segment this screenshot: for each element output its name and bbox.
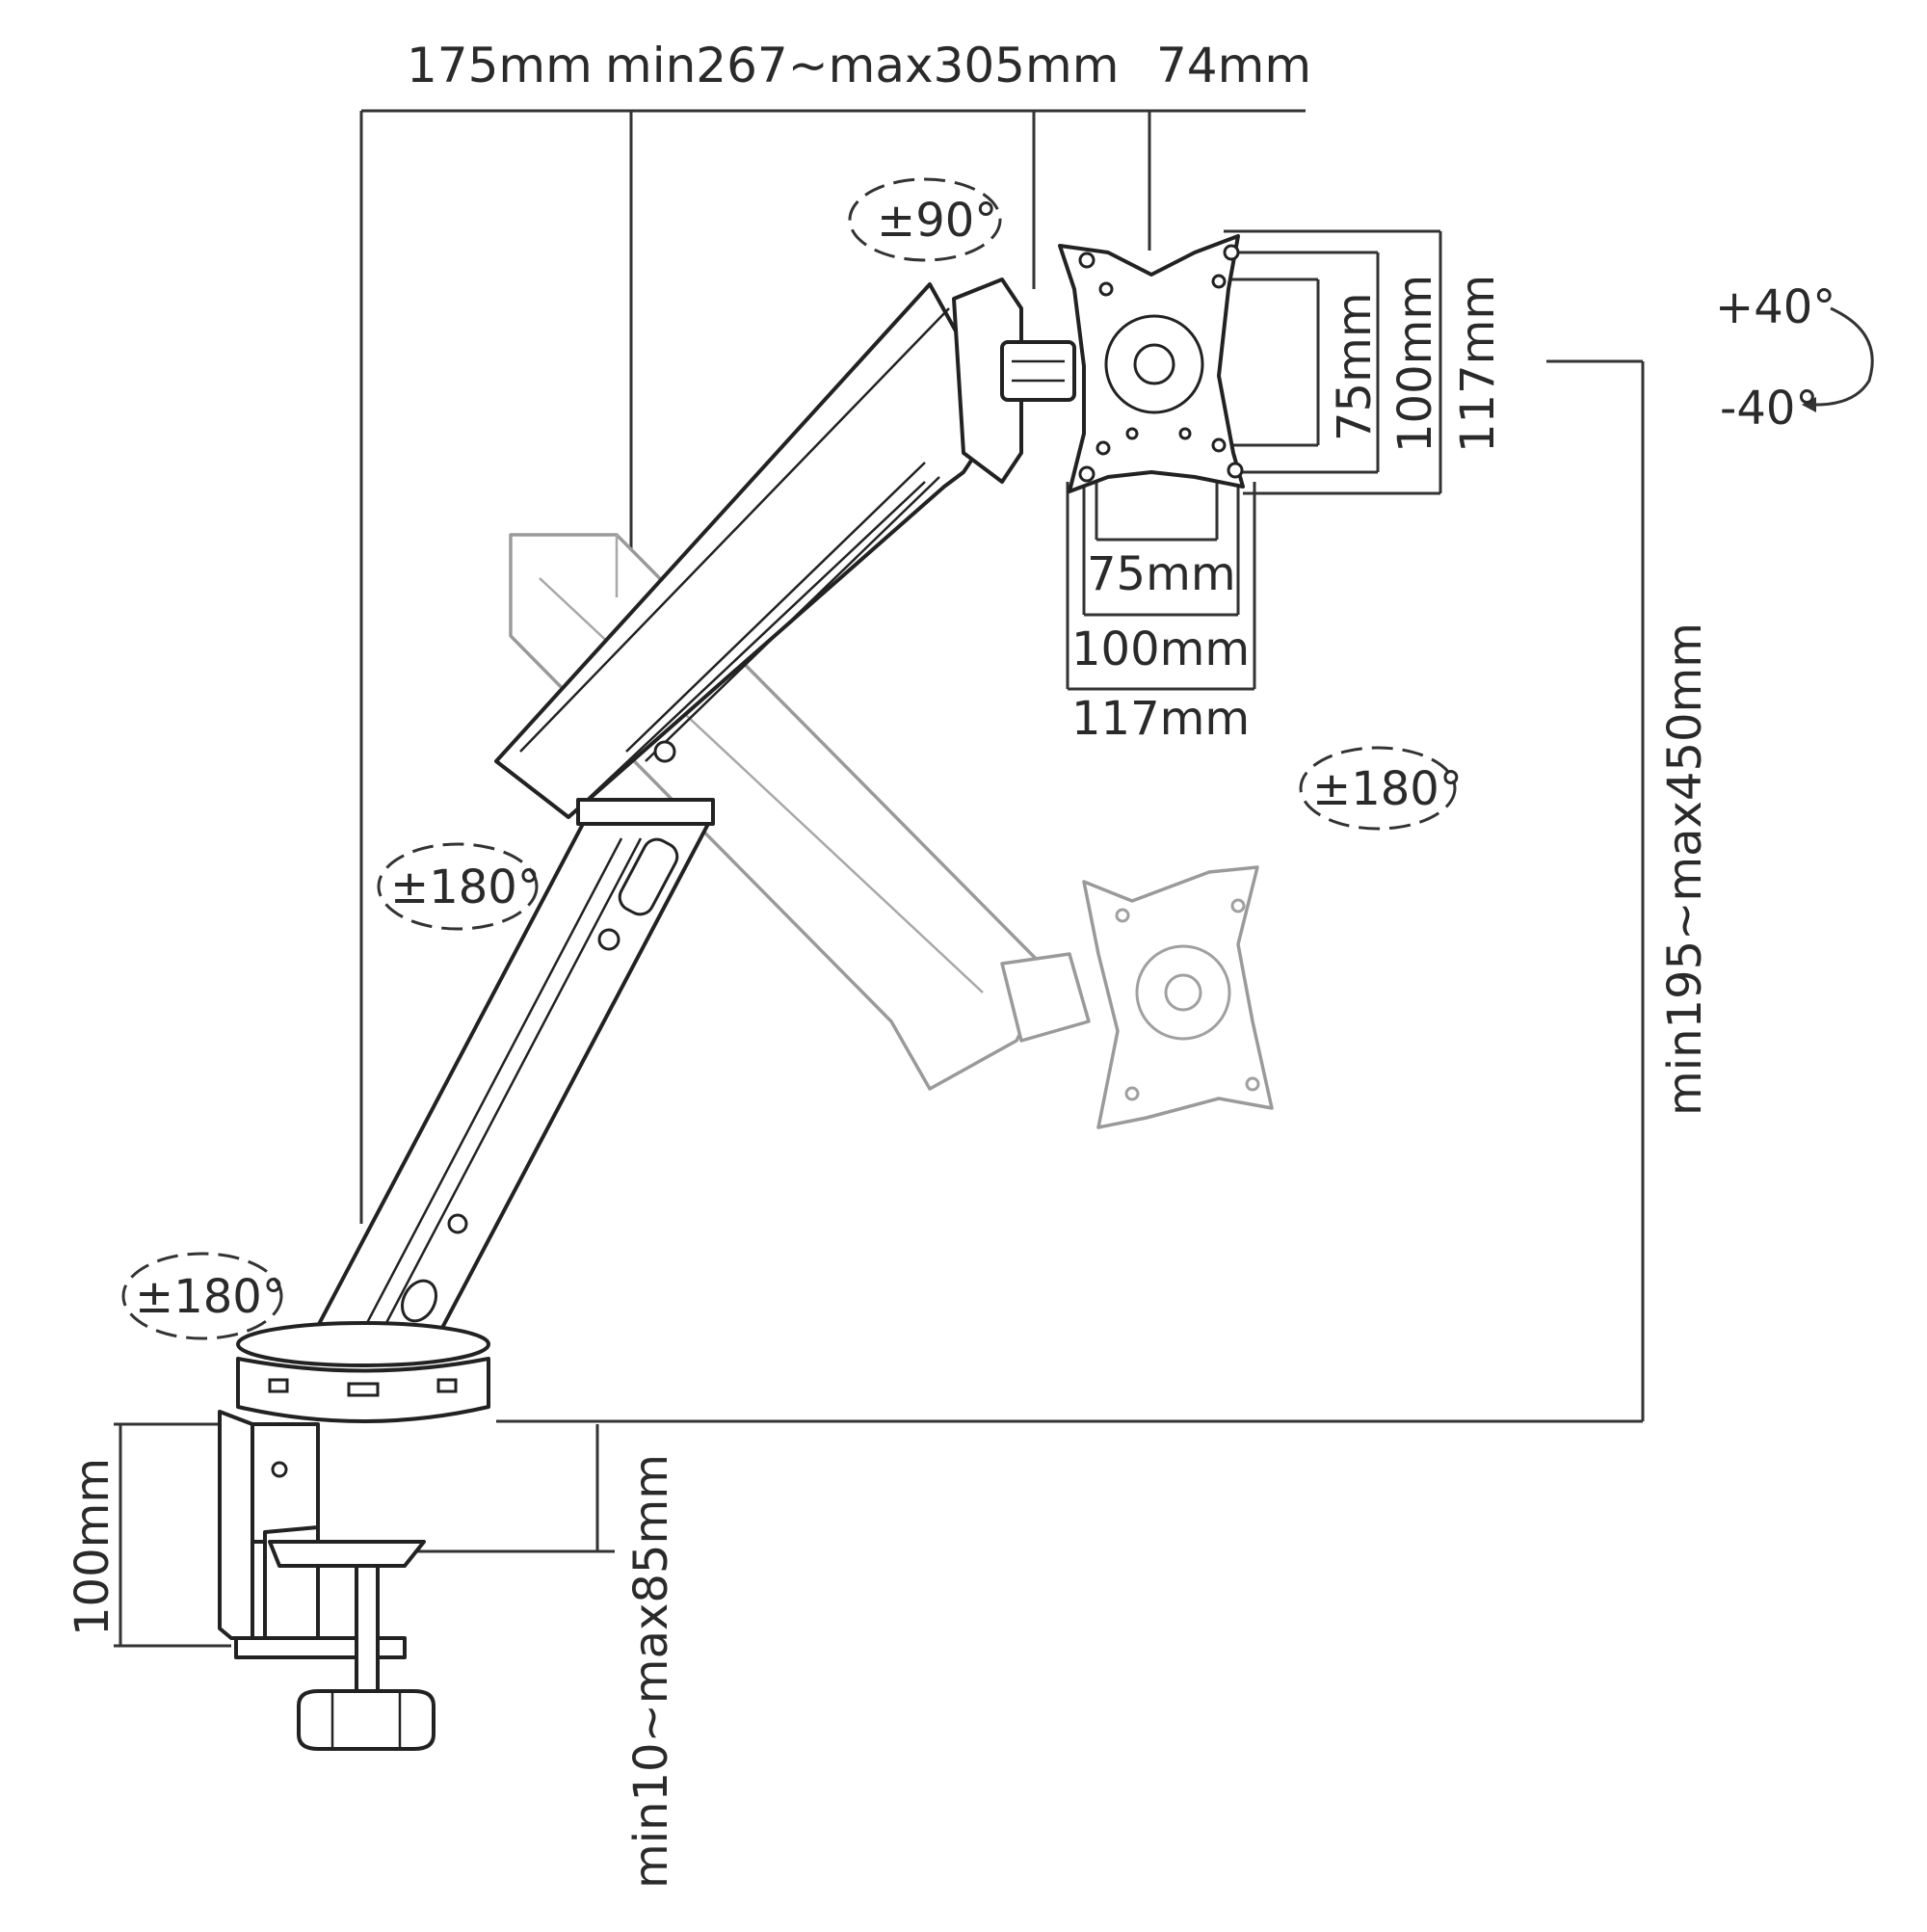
- clamp-screw: [271, 1461, 288, 1478]
- lower-arm-screw: [597, 928, 620, 951]
- collar-slot: [347, 1382, 380, 1397]
- lower-arm-groove: [356, 837, 623, 1340]
- label-vesa-v117: 117mm: [1451, 275, 1505, 453]
- vesa-plate-center: [1133, 343, 1175, 385]
- lower-arm-slot: [618, 837, 679, 916]
- label-vesa-v100: 100mm: [1388, 275, 1442, 453]
- label-tilt-up: +40°: [1715, 280, 1835, 334]
- ghost-plate-hole: [1245, 1076, 1260, 1092]
- label-head-swivel: ±90°: [877, 194, 997, 248]
- label-head-rotation: ±180°: [1312, 762, 1463, 816]
- vesa-hole: [1078, 251, 1095, 269]
- tilt-hinge: [1000, 340, 1076, 402]
- clamp-pad: [268, 1540, 426, 1568]
- upper-arm-rail: [625, 462, 926, 753]
- ghost-plate-hole: [1230, 898, 1246, 913]
- ghost-head-joint: [1000, 952, 1091, 1043]
- label-tilt-down: -40°: [1720, 382, 1818, 436]
- vesa-hole: [1211, 437, 1227, 453]
- label-clamp-height: 100mm: [66, 1458, 119, 1636]
- clamp-knob: [297, 1689, 436, 1751]
- label-vesa-h100: 100mm: [1071, 622, 1250, 676]
- clamp-body: [251, 1422, 320, 1544]
- vesa-hole: [1211, 274, 1227, 289]
- label-elbow-rotation: ±180°: [390, 860, 541, 914]
- vesa-hole: [1227, 462, 1244, 479]
- elbow-rotation-arrow: [377, 842, 539, 931]
- upper-arm-lower-edge: [568, 481, 926, 818]
- label-top-head-offset: 74mm: [1156, 38, 1311, 93]
- label-base-rotation: ±180°: [135, 1270, 285, 1324]
- monitor-head: [952, 234, 1245, 493]
- collar-slot: [268, 1378, 289, 1393]
- vesa-hole: [1178, 427, 1192, 440]
- head-rotation-arrow: [1299, 746, 1457, 831]
- label-vesa-h75: 75mm: [1087, 547, 1236, 601]
- label-clamp-range: min10~max85mm: [624, 1454, 678, 1889]
- ghost-plate-center: [1164, 973, 1202, 1012]
- vesa-hole: [1095, 440, 1111, 456]
- tilt-arrow-head: [1802, 397, 1816, 412]
- ghost-plate-hole: [1115, 908, 1130, 923]
- upper-arm-rail-2: [645, 476, 940, 762]
- upper-arm-edge: [519, 307, 950, 753]
- lower-arm-knob: [400, 1279, 438, 1323]
- elbow-joint: [576, 798, 715, 826]
- lower-arm-groove-2: [376, 837, 643, 1340]
- base-collar-top: [236, 1321, 490, 1367]
- clamp-screw-rod: [355, 1564, 380, 1703]
- labels: 175mm min267~max305mm 74mm ±90° +40° -40…: [66, 38, 1835, 1889]
- tilt-arrow: [1815, 306, 1874, 407]
- clamp-back-plate: [218, 1410, 254, 1640]
- ghost-plate-hole: [1124, 1086, 1140, 1101]
- collar-slot: [436, 1378, 458, 1393]
- label-vesa-h117: 117mm: [1071, 692, 1250, 746]
- vesa-hole: [1125, 427, 1139, 440]
- base-rotation-arrow: [121, 1252, 283, 1340]
- rotation-indicators: [121, 177, 1874, 1340]
- label-top-arm-length: 175mm: [407, 38, 593, 93]
- dimension-lines: [114, 109, 1645, 1648]
- lower-arm-screw-2: [447, 1213, 468, 1234]
- head-swivel-arrow: [848, 177, 1002, 262]
- label-vesa-v75: 75mm: [1328, 292, 1382, 441]
- vesa-hole: [1223, 244, 1240, 261]
- elbow-screw: [653, 740, 676, 763]
- label-top-arm-range: min267~max305mm: [605, 38, 1119, 93]
- base-and-clamp: [218, 1321, 490, 1751]
- label-height-range: min195~max450mm: [1658, 622, 1712, 1116]
- vesa-hole: [1078, 465, 1095, 483]
- tilt-housing: [952, 278, 1023, 484]
- vesa-hole: [1098, 281, 1114, 297]
- upper-arm: [494, 282, 1004, 826]
